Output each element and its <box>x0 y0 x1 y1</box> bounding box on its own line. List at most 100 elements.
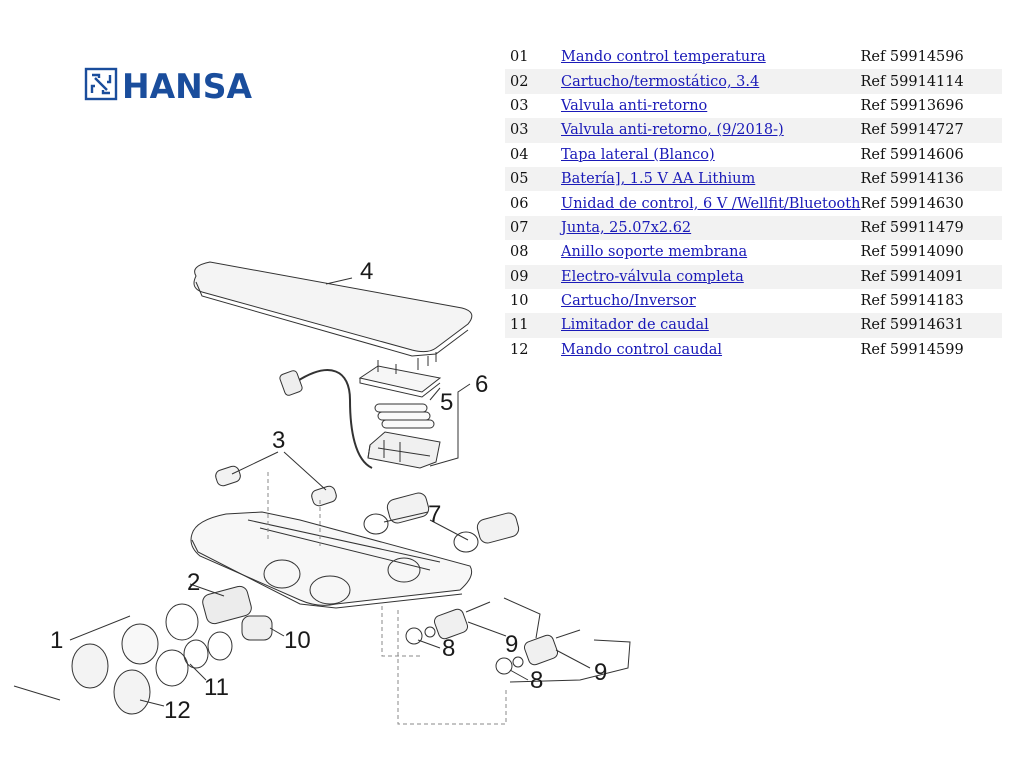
part-number: 08 <box>510 244 529 261</box>
main-valve-body <box>190 511 473 609</box>
part-reference: Ref 59914090 <box>860 244 964 261</box>
part-number: 05 <box>505 166 561 192</box>
part-reference: Ref 59914183 <box>860 293 964 310</box>
callout-6: 6 <box>475 371 488 398</box>
hansa-logo-text: HANSA <box>122 67 253 102</box>
callout-11: 11 <box>204 674 229 701</box>
part-number: 09 <box>505 264 561 289</box>
part-1-temperature-knob <box>71 603 199 689</box>
part-name-cell: Cartucho/Inversor <box>561 289 860 313</box>
part-name-link[interactable]: Cartucho/termostático, 3.4 <box>561 73 760 90</box>
part-name-cell: Electro-válvula completa <box>561 264 861 289</box>
part-11-flow-limiter <box>207 631 233 661</box>
part-reference: Ref 59914606 <box>860 146 964 163</box>
part-name-cell: Junta, 25.07x2.62 <box>561 215 861 241</box>
part-name-cell: Batería], 1.5 V AA Lithium <box>561 166 861 192</box>
parts-list-row: 12 Mando control caudal Ref 59914599 <box>505 338 1002 362</box>
part-name-link[interactable]: Valvula anti-retorno, (9/2018-) <box>561 122 784 139</box>
part-reference: Ref 59914596 <box>860 49 964 66</box>
parts-list-row: 03 Valvula anti-retorno Ref 59913696 <box>505 94 1002 118</box>
callout-8-lower: 8 <box>530 667 543 694</box>
parts-list-row: 08 Anillo soporte membrana Ref 59914090 <box>505 240 1002 264</box>
callout-9-upper: 9 <box>505 631 518 658</box>
callout-4: 4 <box>360 258 373 285</box>
part-number: 02 <box>505 69 561 94</box>
part-number: 06 <box>510 195 529 212</box>
part-name-cell: Valvula anti-retorno <box>561 94 860 118</box>
part-name-link[interactable]: Limitador de caudal <box>561 317 709 334</box>
part-6-control-unit <box>367 431 441 469</box>
part-5-battery-pack <box>358 365 442 429</box>
part-name-link[interactable]: Anillo soporte membrana <box>561 244 748 261</box>
part-reference: Ref 59914091 <box>860 264 1002 289</box>
screws <box>377 352 437 374</box>
part-reference: Ref 59914136 <box>860 166 1002 192</box>
part-number: 03 <box>505 118 561 143</box>
part-name-link[interactable]: Mando control temperatura <box>561 49 766 66</box>
cable-connector <box>279 369 373 469</box>
part-name-cell: Mando control temperatura <box>561 45 860 69</box>
part-number: 11 <box>505 313 561 338</box>
callout-3: 3 <box>272 427 285 454</box>
callout-5: 5 <box>440 389 453 416</box>
leader-lines <box>13 277 631 707</box>
part-number: 04 <box>510 146 529 163</box>
part-reference: Ref 59914727 <box>860 118 1002 143</box>
callout-9-lower: 9 <box>594 659 607 686</box>
callout-2: 2 <box>187 569 200 596</box>
part-name-link[interactable]: Tapa lateral (Blanco) <box>561 146 715 163</box>
callout-7: 7 <box>428 501 441 528</box>
part-name-cell: Mando control caudal <box>561 338 860 362</box>
part-name-link[interactable]: Cartucho/Inversor <box>561 293 696 310</box>
part-name-cell: Limitador de caudal <box>561 313 861 338</box>
part-12-flow-knob <box>113 639 209 715</box>
part-number: 01 <box>510 49 529 66</box>
part-name-link[interactable]: Batería], 1.5 V AA Lithium <box>561 171 756 188</box>
hansa-logo-mark <box>84 67 118 101</box>
part-name-cell: Anillo soporte membrana <box>561 240 860 264</box>
part-reference: Ref 59911479 <box>860 215 1002 241</box>
part-number: 07 <box>505 215 561 241</box>
parts-list-row: 06 Unidad de control, 6 V /Wellfit/Blueto… <box>505 191 1002 215</box>
callout-1: 1 <box>50 627 63 654</box>
part-number: 03 <box>510 97 529 114</box>
parts-list-row: 10 Cartucho/Inversor Ref 59914183 <box>505 289 1002 313</box>
part-reference: Ref 59914630 <box>860 195 964 212</box>
part-9-solenoid-valves <box>433 601 581 666</box>
hansa-logo: HANSA <box>84 67 253 102</box>
part-name-cell: Unidad de control, 6 V /Wellfit/Bluetoot… <box>561 191 860 215</box>
parts-list-row: 01 Mando control temperatura Ref 59914596 <box>505 45 1002 69</box>
part-reference: Ref 59914631 <box>860 313 1002 338</box>
dashed-guides <box>267 472 507 725</box>
part-reference: Ref 59913696 <box>860 97 964 114</box>
part-2-thermostatic-cartridge <box>202 585 252 625</box>
part-name-link[interactable]: Junta, 25.07x2.62 <box>561 219 692 236</box>
part-8-membrane-rings <box>405 626 524 675</box>
parts-list-row: 04 Tapa lateral (Blanco) Ref 59914606 <box>505 143 1002 167</box>
callout-10: 10 <box>284 627 311 654</box>
part-name-cell: Tapa lateral (Blanco) <box>561 143 860 167</box>
part-name-link[interactable]: Unidad de control, 6 V /Wellfit/Bluetoot… <box>561 195 861 212</box>
part-name-link[interactable]: Electro-válvula completa <box>561 268 744 285</box>
part-4-side-cover <box>193 261 473 357</box>
callout-8-upper: 8 <box>442 635 455 662</box>
part-number: 12 <box>510 341 529 358</box>
callout-12: 12 <box>164 697 191 724</box>
part-3-check-valves <box>215 465 337 507</box>
part-name-cell: Cartucho/termostático, 3.4 <box>561 69 861 94</box>
part-number: 10 <box>510 293 529 310</box>
part-7-seals <box>363 492 520 553</box>
part-name-link[interactable]: Mando control caudal <box>561 341 723 358</box>
part-name-link[interactable]: Valvula anti-retorno <box>561 97 708 114</box>
part-10-diverter-cartridge <box>241 615 273 641</box>
part-reference: Ref 59914599 <box>860 341 964 358</box>
